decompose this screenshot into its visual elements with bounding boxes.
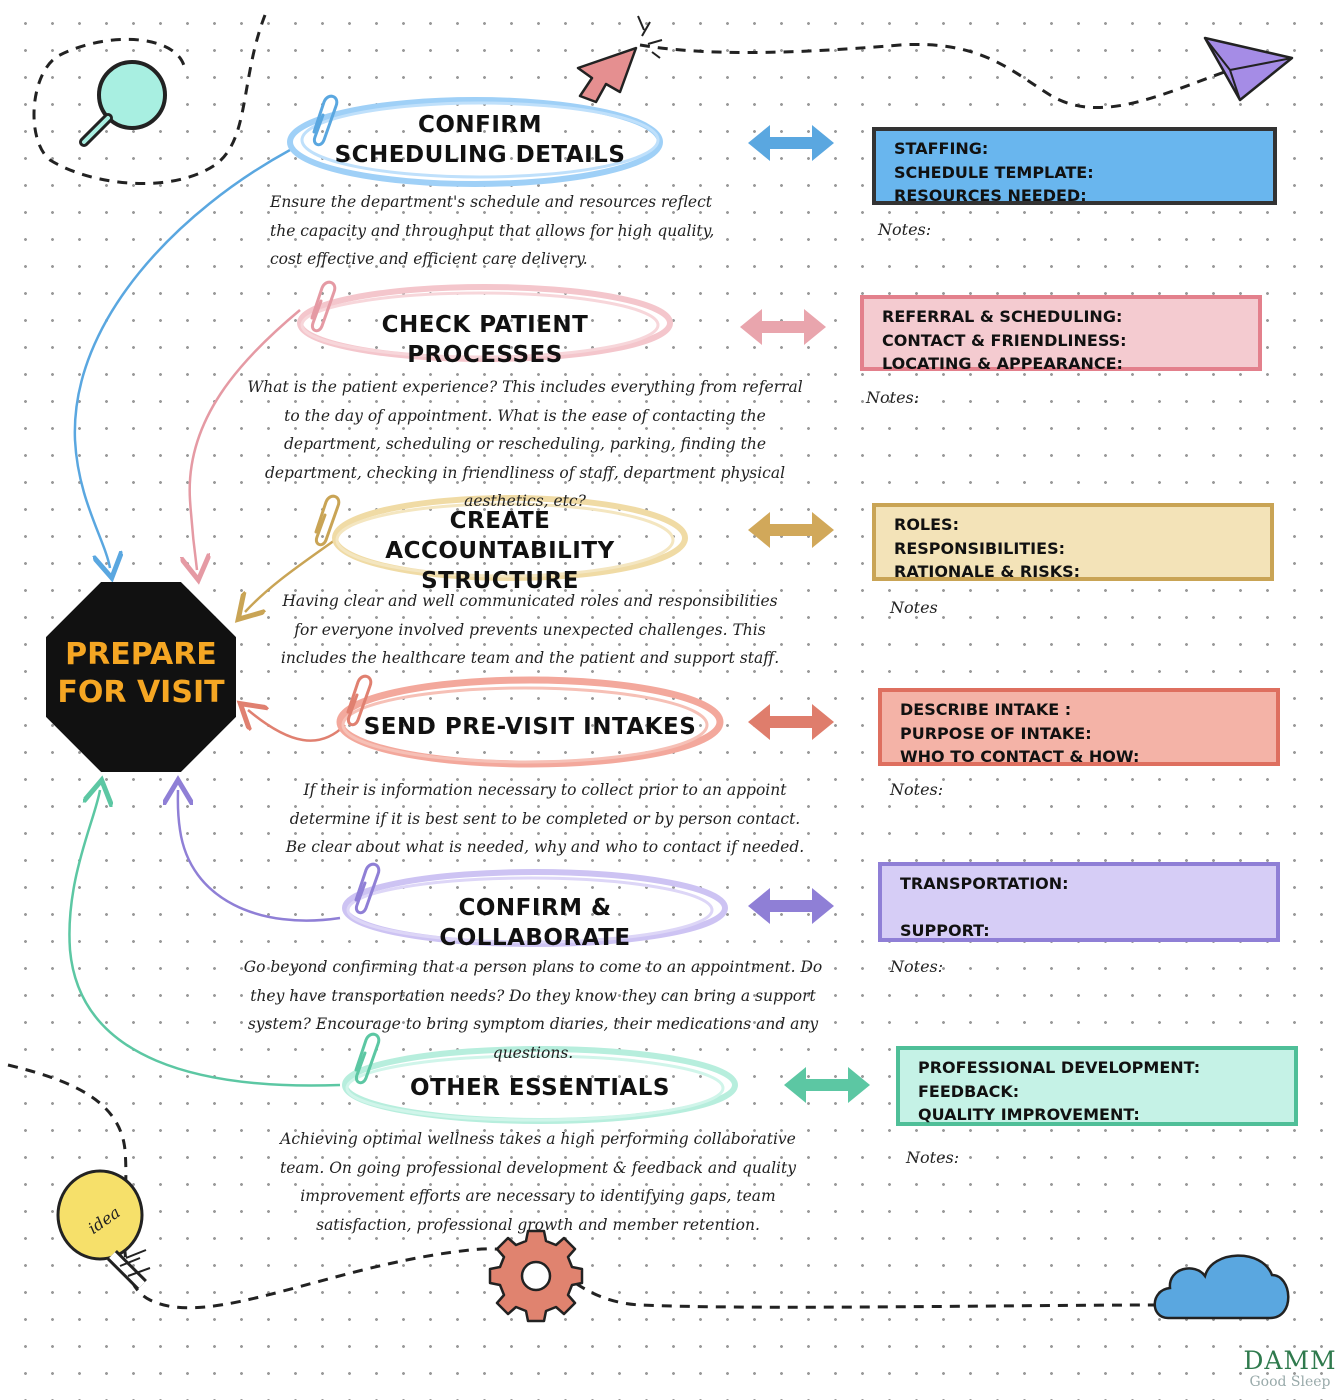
field-label: LOCATING & APPEARANCE: xyxy=(882,354,1123,373)
paperclip-icon xyxy=(354,1032,381,1085)
brand-logo: DAMM Good Sleep xyxy=(1240,1346,1340,1391)
ellipse-1b xyxy=(300,101,660,179)
field-label: RATIONALE & RISKS: xyxy=(894,562,1081,581)
field-label: DESCRIBE INTAKE : xyxy=(900,700,1072,719)
section-1-fields: STAFFING: SCHEDULE TEMPLATE: RESOURCES N… xyxy=(872,127,1277,205)
section-1-title: CONFIRM SCHEDULING DETAILS xyxy=(334,112,626,168)
section-2-description: What is the patient experience? This inc… xyxy=(247,378,803,510)
field-label: REFERRAL & SCHEDULING: xyxy=(882,307,1123,326)
ellipse-3b xyxy=(335,502,675,578)
field-label: STAFFING: xyxy=(894,139,989,158)
double-arrow-icon xyxy=(748,125,834,161)
section-3-description: Having clear and well communicated roles… xyxy=(280,592,780,667)
field-label: PURPOSE OF INTAKE: xyxy=(900,723,1092,743)
gear-icon xyxy=(488,1229,584,1323)
connector-1 xyxy=(73,148,291,568)
dashed-doodle-top-right xyxy=(639,42,1231,109)
section-5-title: CONFIRM & COLLABORATE xyxy=(439,895,631,951)
ellipse-5 xyxy=(342,869,728,947)
dashed-doodle-bottom xyxy=(7,1063,1161,1310)
section-6-description: Achieving optimal wellness takes a high … xyxy=(280,1130,796,1234)
paperclip-icon xyxy=(312,94,339,147)
field-label: SCHEDULE TEMPLATE: xyxy=(894,162,1094,182)
section-3-notes: Notes xyxy=(890,598,938,617)
lightbulb-icon: idea xyxy=(56,1169,151,1290)
section-5-notes: Notes: xyxy=(890,957,944,976)
ellipse-4b xyxy=(341,686,709,764)
section-4-notes: Notes: xyxy=(890,780,944,799)
field-label: PROFESSIONAL DEVELOPMENT: xyxy=(918,1058,1201,1077)
ellipse-5b xyxy=(346,876,714,944)
section-1-notes: Notes: xyxy=(878,220,932,239)
ellipse-2b xyxy=(300,291,660,359)
ellipse-6b xyxy=(345,1054,725,1122)
section-2-title: CHECK PATIENT PROCESSES xyxy=(381,312,589,368)
field-label xyxy=(900,896,1258,920)
section-2-notes: Notes: xyxy=(866,388,920,407)
section-3-title: CREATE ACCOUNTABILITY STRUCTURE xyxy=(385,508,615,594)
field-label: ROLES: xyxy=(894,515,959,534)
connector-2 xyxy=(190,309,301,570)
center-octagon xyxy=(46,582,236,772)
field-label: QUALITY IMPROVEMENT: xyxy=(918,1105,1140,1124)
paperclip-icon xyxy=(310,280,337,333)
field-label: RESOURCES NEEDED: xyxy=(894,186,1087,205)
section-4-fields: DESCRIBE INTAKE : PURPOSE OF INTAKE: WHO… xyxy=(878,688,1280,766)
paperclip-icon xyxy=(354,862,381,915)
section-5-fields: TRANSPORTATION: SUPPORT: xyxy=(878,862,1280,942)
double-arrow-icon xyxy=(748,888,834,924)
section-1-description: Ensure the department's schedule and res… xyxy=(270,193,715,268)
section-6-fields: PROFESSIONAL DEVELOPMENT: FEEDBACK: QUAL… xyxy=(896,1046,1298,1126)
field-label: FEEDBACK: xyxy=(918,1081,1020,1101)
paperclip-icon xyxy=(346,674,373,727)
connector-5 xyxy=(178,790,341,922)
logo-line-2: Good Sleep xyxy=(1249,1374,1331,1390)
double-arrow-icon xyxy=(740,309,826,345)
connector-6 xyxy=(68,790,341,1087)
section-6-notes: Notes: xyxy=(906,1148,960,1167)
section-5-description: Go beyond confirming that a person plans… xyxy=(243,958,823,1062)
connector-4 xyxy=(248,710,346,742)
ellipse-4 xyxy=(336,676,724,768)
field-label: SUPPORT: xyxy=(900,921,990,940)
section-4-title: SEND PRE-VISIT INTAKES xyxy=(363,714,697,740)
paperclip-icon xyxy=(314,494,341,547)
logo-line-1: DAMM xyxy=(1243,1346,1337,1375)
ellipse-2 xyxy=(297,284,673,362)
double-arrow-icon xyxy=(784,1067,870,1103)
dashed-doodle-top-left xyxy=(32,14,267,185)
field-label: TRANSPORTATION: xyxy=(900,874,1069,893)
center-label: PREPARE FOR VISIT xyxy=(57,637,225,710)
field-label: WHO TO CONTACT & HOW: xyxy=(900,747,1140,766)
cloud-icon xyxy=(1153,1254,1290,1320)
double-arrow-icon xyxy=(748,512,834,548)
section-3-fields: ROLES: RESPONSIBILITIES: RATIONALE & RIS… xyxy=(872,503,1274,581)
field-label: CONTACT & FRIENDLINESS: xyxy=(882,330,1127,350)
magnifier-icon xyxy=(79,60,167,147)
double-arrow-icon xyxy=(748,704,834,740)
connector-3 xyxy=(245,538,336,612)
paper-plane-icon xyxy=(1203,36,1294,102)
ellipse-1 xyxy=(287,97,663,187)
section-6-title: OTHER ESSENTIALS xyxy=(410,1075,670,1101)
cursor-icon xyxy=(576,15,663,104)
ellipse-3 xyxy=(332,495,688,581)
field-label: RESPONSIBILITIES: xyxy=(894,538,1065,558)
section-2-fields: REFERRAL & SCHEDULING: CONTACT & FRIENDL… xyxy=(860,295,1262,373)
section-4-description: If their is information necessary to col… xyxy=(285,781,805,856)
